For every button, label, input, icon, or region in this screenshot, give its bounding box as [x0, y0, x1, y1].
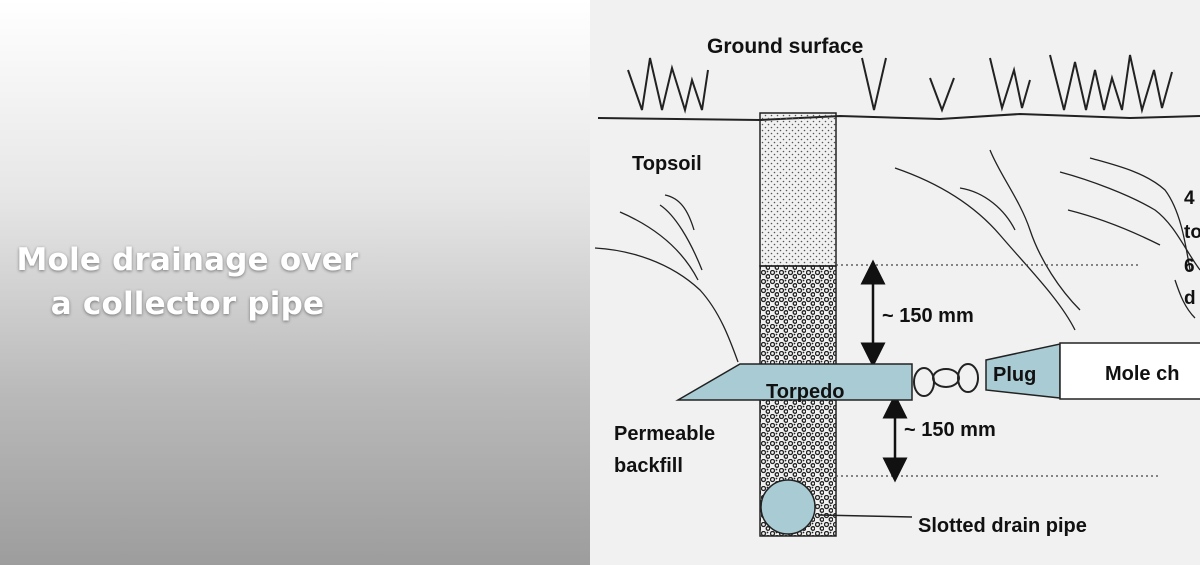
label-plug: Plug	[993, 364, 1036, 386]
grass-tufts	[627, 54, 1173, 114]
ground-surface-line	[597, 112, 1200, 122]
title-block: Mole drainage over a collector pipe	[0, 238, 375, 326]
title-line-2: a collector pipe	[50, 286, 325, 322]
label-permeable: Permeable	[614, 423, 715, 445]
title-line-1: Mole drainage over	[16, 242, 359, 278]
diagram-canvas: Ground surface Topsoil ~ 150 mm ~ 150 mm…	[594, 35, 1200, 537]
side-note-line-1: 4	[1184, 188, 1195, 209]
side-note-line-3: 6	[1184, 256, 1195, 277]
label-torpedo: Torpedo	[766, 381, 845, 403]
side-note-line-4: d	[1184, 288, 1196, 309]
side-note-line-2: to	[1184, 222, 1200, 243]
slotted-drain-pipe-icon	[760, 479, 816, 535]
label-topsoil: Topsoil	[632, 153, 702, 175]
label-ground-surface: Ground surface	[707, 35, 863, 58]
roots	[594, 149, 1200, 363]
label-depth-below: ~ 150 mm	[904, 419, 996, 441]
label-mole-chain: Mole ch	[1105, 363, 1179, 385]
mole-chain-body	[1059, 342, 1200, 400]
label-slotted-drain-pipe: Slotted drain pipe	[918, 515, 1087, 537]
label-backfill: backfill	[614, 455, 683, 477]
label-depth-above: ~ 150 mm	[882, 305, 974, 327]
drain-pipe-leader	[817, 514, 913, 518]
chain-links-icon	[913, 363, 979, 397]
mole-drainage-diagram: Ground surface Topsoil ~ 150 mm ~ 150 mm…	[590, 0, 1200, 565]
torpedo-shape	[675, 363, 913, 401]
trench-topsoil-fill	[759, 112, 837, 267]
